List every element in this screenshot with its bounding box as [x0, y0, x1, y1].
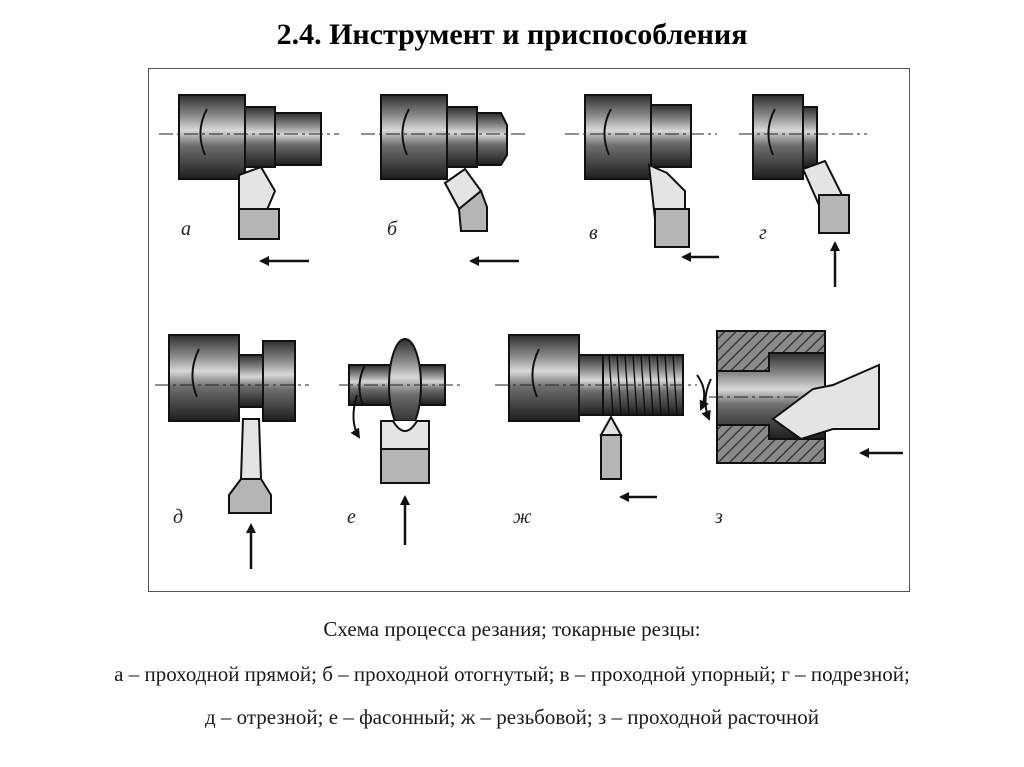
- tool-b-group: б: [361, 94, 529, 266]
- label-b: б: [387, 218, 398, 240]
- tool-v-group: в: [565, 94, 719, 262]
- label-e: е: [347, 506, 356, 528]
- turning-tools-diagram: а б в г: [148, 68, 910, 592]
- tool-a-group: а: [159, 94, 339, 266]
- tool-g-group: г: [739, 94, 867, 287]
- label-d: д: [173, 506, 183, 528]
- caption-line-1: а – проходной прямой; б – проходной отог…: [114, 662, 910, 686]
- label-z: з: [714, 506, 723, 528]
- diagram-canvas: а б в г: [155, 94, 903, 569]
- tool-e-group: е: [339, 338, 461, 545]
- label-a: а: [181, 218, 191, 240]
- label-zh: ж: [513, 506, 532, 528]
- caption-line-2: д – отрезной; е – фасонный; ж – резьбово…: [204, 705, 820, 729]
- label-v: в: [589, 222, 598, 244]
- tool-z-group: з: [701, 330, 903, 528]
- tool-zh-group: ж: [495, 334, 709, 528]
- tool-d-group: д: [155, 334, 309, 569]
- page-title: 2.4. Инструмент и приспособления: [276, 18, 748, 51]
- caption-heading: Схема процесса резания; токарные резцы:: [323, 617, 701, 641]
- label-g: г: [759, 222, 767, 244]
